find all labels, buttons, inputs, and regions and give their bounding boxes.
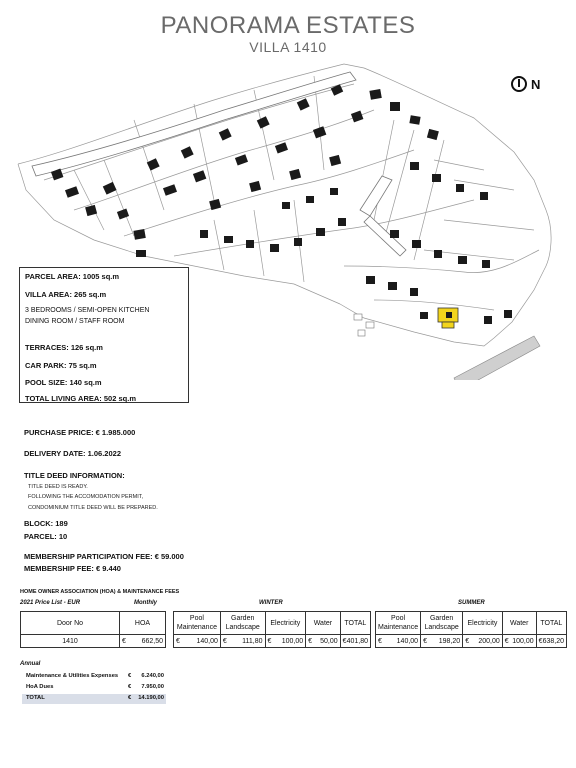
monthly-label: Monthly — [134, 600, 157, 606]
annual-row-maintenance: Maintenance & Utilities Expenses € 6.240… — [22, 672, 166, 682]
currency-symbol: € — [378, 637, 382, 645]
pool-size: POOL SIZE: 140 sq.m — [25, 378, 102, 387]
currency-symbol: € — [465, 637, 470, 645]
summer-water-value: 100,00 — [512, 637, 534, 645]
annual-row-value: 6.240,00 — [141, 673, 164, 679]
purchase-price: PURCHASE PRICE: € 1.985.000 — [24, 428, 136, 437]
garden-landscape-header: Garden Landscape — [219, 611, 266, 635]
total-living-area: TOTAL LIVING AREA: 502 sq.m — [25, 394, 136, 403]
winter-pool-value: 140,00 — [196, 637, 218, 645]
annual-label: Annual — [20, 661, 41, 667]
annual-row-value: 7.950,00 — [141, 684, 164, 690]
winter-electricity-value: 100,00 — [281, 637, 304, 645]
villa-info-box: PARCEL AREA: 1005 sq.m VILLA AREA: 265 s… — [19, 267, 189, 403]
winter-fees-table: Pool Maintenance Garden Landscape Electr… — [173, 611, 372, 648]
garden-landscape-header: Garden Landscape — [420, 611, 464, 635]
summer-total-value: 638,20 — [542, 637, 564, 645]
water-header: Water — [501, 611, 537, 635]
currency-symbol: € — [423, 637, 427, 645]
currency-symbol: € — [308, 637, 313, 645]
north-label: N — [531, 76, 541, 92]
rooms-line-1: 3 BEDROOMS / SEMI-OPEN KITCHEN — [25, 307, 150, 314]
villa-area: VILLA AREA: 265 sq.m — [25, 290, 107, 299]
terraces: TERRACES: 126 sq.m — [25, 343, 103, 352]
annual-row-total: TOTAL € 14.190,00 — [22, 694, 166, 704]
currency-symbol: € — [128, 695, 132, 701]
hoa-header: HOA — [119, 611, 166, 635]
site-plan-map — [17, 63, 552, 380]
hoa-heading: HOME OWNER ASSOCIATION (HOA) & MAINTENAN… — [20, 589, 180, 595]
page-title: PANORAMA ESTATES — [160, 12, 416, 39]
annual-row-label: TOTAL — [26, 695, 45, 701]
pool-maintenance-header: Pool Maintenance — [173, 611, 221, 635]
currency-symbol: € — [342, 637, 347, 645]
title-deed-heading: TITLE DEED INFORMATION: — [24, 471, 125, 480]
title-deed-line-1: TITLE DEED IS READY. — [28, 484, 88, 490]
annual-row-hoa-dues: HoA Dues € 7.950,00 — [22, 683, 166, 693]
summer-label: SUMMER — [458, 600, 485, 606]
total-header: TOTAL — [535, 611, 568, 635]
winter-garden-value: 111,80 — [242, 637, 263, 645]
winter-water-value: 50,00 — [320, 637, 338, 645]
currency-symbol: € — [267, 637, 272, 645]
currency-symbol: € — [128, 673, 132, 679]
parcel-number: PARCEL: 10 — [24, 532, 68, 541]
membership-fee: MEMBERSHIP FEE: € 9.440 — [24, 564, 121, 573]
currency-symbol: € — [504, 637, 509, 645]
summer-fees-table: Pool Maintenance Garden Landscape Electr… — [374, 611, 568, 648]
car-park: CAR PARK: 75 sq.m — [25, 361, 97, 370]
door-no-header: Door No — [20, 611, 120, 635]
pool-maintenance-header: Pool Maintenance — [374, 611, 422, 635]
north-compass: N — [511, 74, 540, 94]
block-number: BLOCK: 189 — [24, 519, 68, 528]
compass-icon — [511, 76, 527, 92]
door-no-value: 1410 — [20, 634, 120, 648]
title-deed-line-3: CONDOMINIUM TITLE DEED WILL BE PREPARED. — [28, 505, 158, 511]
annual-row-label: HoA Dues — [26, 684, 54, 690]
delivery-date: DELIVERY DATE: 1.06.2022 — [24, 449, 121, 458]
winter-total-value: 401,80 — [346, 637, 368, 645]
price-list-label: 2021 Price List - EUR — [20, 600, 81, 606]
total-header: TOTAL — [339, 611, 372, 635]
participation-fee: MEMBERSHIP PARTICIPATION FEE: € 59.000 — [24, 552, 184, 561]
currency-symbol: € — [122, 637, 126, 645]
water-header: Water — [305, 611, 341, 635]
electricity-header: Electricity — [462, 611, 503, 635]
hoa-value: 662,50 — [141, 637, 163, 645]
annual-row-value: 14.190,00 — [138, 695, 164, 701]
currency-symbol: € — [222, 637, 227, 645]
door-hoa-table: Door No HOA 1410 €662,50 — [20, 611, 166, 648]
electricity-header: Electricity — [264, 611, 307, 635]
summer-pool-value: 140,00 — [396, 637, 419, 645]
currency-symbol: € — [538, 637, 543, 645]
annual-row-label: Maintenance & Utilities Expenses — [26, 673, 119, 679]
winter-label: WINTER — [259, 600, 283, 606]
parcel-area: PARCEL AREA: 1005 sq.m — [25, 272, 120, 281]
summer-electricity-value: 200,00 — [478, 637, 500, 645]
summer-garden-value: 198,20 — [438, 637, 461, 645]
currency-symbol: € — [128, 684, 132, 690]
currency-symbol: € — [176, 637, 180, 645]
page-subtitle: VILLA 1410 — [249, 39, 327, 55]
rooms-line-2: DINING ROOM / STAFF ROOM — [25, 318, 125, 325]
title-deed-line-2: FOLLOWING THE ACCOMODATION PERMIT, — [28, 494, 144, 500]
